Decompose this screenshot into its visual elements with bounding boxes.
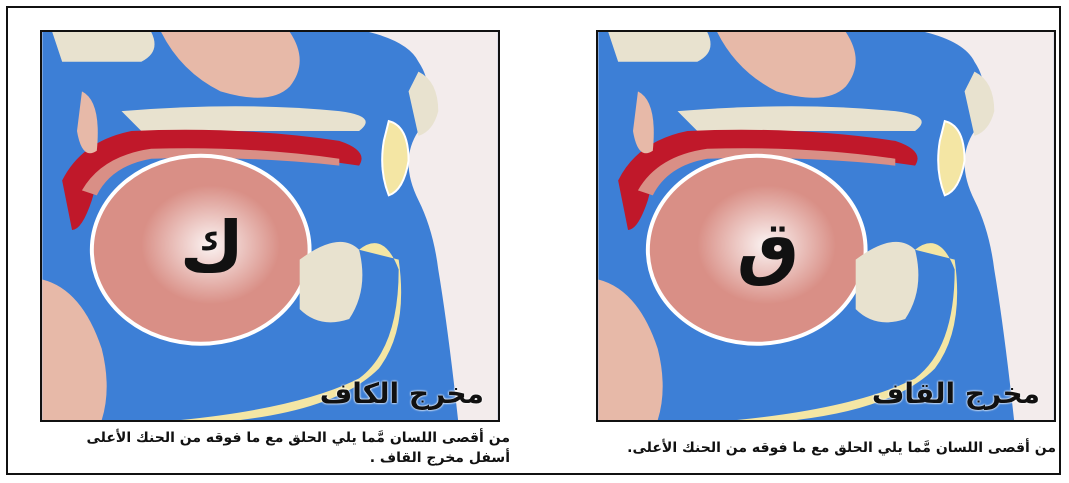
kaf-letter: ك [172,212,252,282]
kaf-mouth-diagram [42,32,498,420]
kaf-caption-line1: من أقصى اللسان مَّما يلي الحلق مع ما فوق… [40,428,510,448]
kaf-title: مخرج الكاف [320,377,484,410]
qaf-caption-line1: من أقصى اللسان مَّما يلي الحلق مع ما فوق… [596,438,1056,458]
qaf-articulation-panel: ق مخرج القاف [596,30,1056,422]
qaf-mouth-diagram [598,32,1054,420]
kaf-caption-line2: أسفل مخرج القاف . [40,448,510,468]
figure-frame: ك مخرج الكاف ق مخرج القاف [6,6,1061,475]
kaf-caption: من أقصى اللسان مَّما يلي الحلق مع ما فوق… [40,428,510,468]
qaf-letter: ق [728,212,808,282]
qaf-caption: من أقصى اللسان مَّما يلي الحلق مع ما فوق… [596,438,1056,458]
qaf-title: مخرج القاف [872,377,1040,410]
kaf-articulation-panel: ك مخرج الكاف [40,30,500,422]
